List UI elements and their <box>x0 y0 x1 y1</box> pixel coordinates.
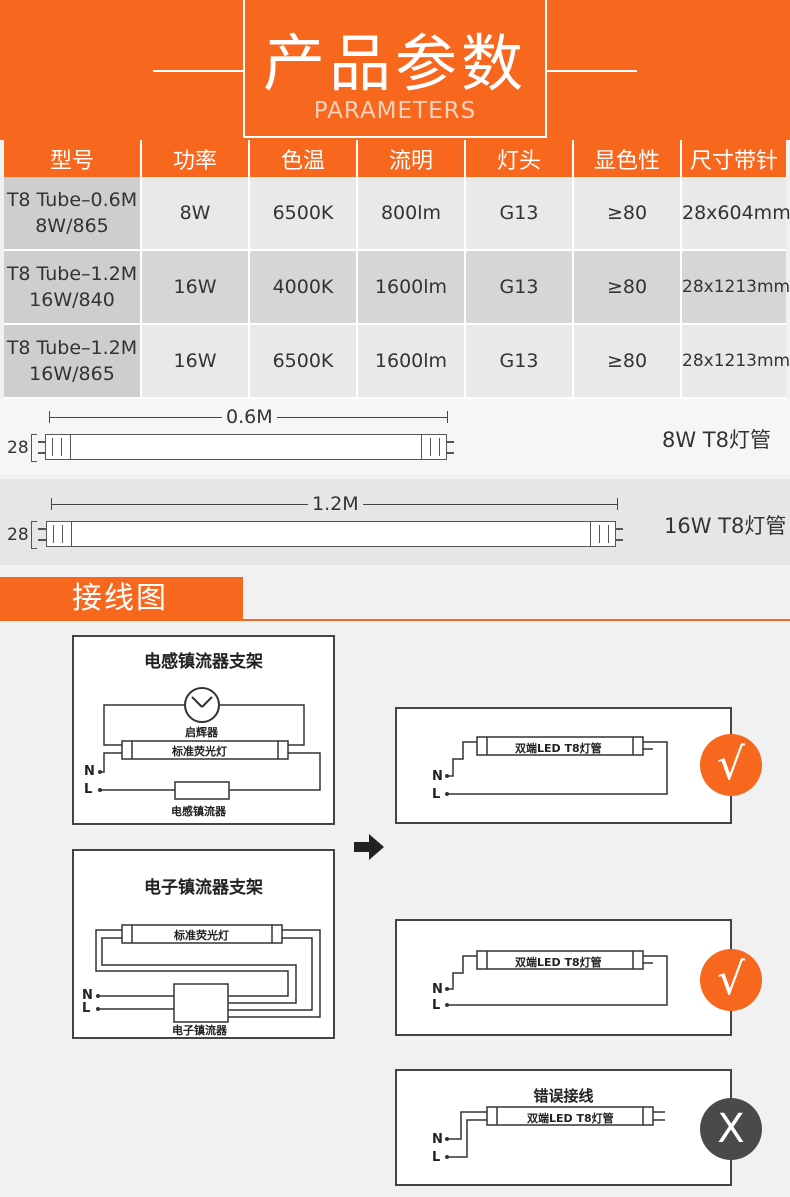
cell-lumen: 1600lm <box>357 250 466 325</box>
neutral-label: N <box>432 1132 443 1147</box>
inductive-ballast-diagram: 电感镇流器支架 启辉器 标准荧光灯 电感镇流器 N L <box>72 635 335 825</box>
led-tube-label: 双端LED T8灯管 <box>527 1112 614 1125</box>
led-wiring-correct-2: 双端LED T8灯管 N L <box>395 919 732 1036</box>
cell-cct: 6500K <box>249 177 358 251</box>
page-subtitle: PARAMETERS <box>313 98 477 124</box>
led-tube-icon <box>476 736 644 756</box>
correct-check-icon: √ <box>700 734 762 796</box>
ballast-label: 电子镇流器 <box>172 1024 227 1037</box>
led-tube-label: 双端LED T8灯管 <box>515 956 602 969</box>
cell-size: 28x1213mm <box>681 324 790 399</box>
led-wiring-correct-1: 双端LED T8灯管 N L <box>395 707 732 824</box>
cell-cri: ≥80 <box>573 324 682 399</box>
tube-end-cap <box>590 521 616 547</box>
starter-label: 启辉器 <box>185 726 218 739</box>
live-label: L <box>82 1001 91 1016</box>
cell-power: 8W <box>141 177 250 251</box>
diameter-label: 28 <box>7 525 29 545</box>
cell-base: G13 <box>465 324 574 399</box>
tube-body <box>71 521 591 547</box>
live-label: L <box>432 998 441 1013</box>
cell-lumen: 800lm <box>357 177 466 251</box>
ballast-label: 电感镇流器 <box>171 805 226 818</box>
wrong-cross-icon: X <box>700 1098 762 1160</box>
diagram-title: 电子镇流器支架 <box>144 878 263 898</box>
cell-power: 16W <box>141 250 250 325</box>
diagram-title: 电感镇流器支架 <box>144 652 263 672</box>
led-tube-label: 双端LED T8灯管 <box>515 742 602 755</box>
cell-size: 28x1213mm <box>681 250 790 325</box>
correct-check-icon: √ <box>700 949 762 1011</box>
header-line-left <box>153 70 243 72</box>
diameter-label: 28 <box>7 438 29 458</box>
col-base: 灯头 <box>465 140 574 177</box>
led-wiring-svg <box>445 1106 665 1159</box>
cell-cct: 4000K <box>249 250 358 325</box>
tube-end-cap <box>421 434 447 460</box>
electronic-ballast-diagram: 电子镇流器支架 标准荧光灯 电子镇流器 N L <box>72 849 335 1039</box>
led-tube-icon <box>486 1106 654 1126</box>
col-cct: 色温 <box>249 140 358 177</box>
led-tube-icon <box>476 950 644 970</box>
header-frame <box>243 0 547 138</box>
fluorescent-lamp-icon <box>121 740 289 760</box>
fluorescent-lamp-icon <box>121 924 283 944</box>
diagram-title: 错误接线 <box>533 1087 594 1105</box>
col-lumen: 流明 <box>357 140 466 177</box>
lamp-label: 标准荧光灯 <box>172 745 227 758</box>
live-label: L <box>432 1150 441 1165</box>
tube-end-cap <box>45 434 71 460</box>
header-line-right <box>547 70 637 72</box>
section-divider <box>0 619 790 621</box>
live-label: L <box>432 787 441 802</box>
arrow-right-icon <box>354 834 384 860</box>
cell-base: G13 <box>465 177 574 251</box>
inductive-wiring-svg <box>98 687 321 800</box>
electronic-ballast-icon <box>173 983 229 1023</box>
page-title: 产品参数 <box>262 27 527 100</box>
tube-body <box>70 434 422 460</box>
tube-1-2m-drawing: 1.2M 28 16W T8灯管 <box>0 479 790 565</box>
tube-0-6m-drawing: 0.6M 28 8W T8灯管 <box>0 399 790 475</box>
tube-caption: 8W T8灯管 <box>662 428 771 452</box>
cell-cri: ≥80 <box>573 250 682 325</box>
table-header-row: 型号 功率 色温 流明 灯头 显色性 尺寸带针 <box>4 140 786 177</box>
tube-end-cap <box>46 521 72 547</box>
led-wiring-svg <box>445 736 668 796</box>
cell-cri: ≥80 <box>573 177 682 251</box>
col-model: 型号 <box>4 140 142 177</box>
neutral-label: N <box>432 982 443 997</box>
lamp-label: 标准荧光灯 <box>174 929 229 942</box>
tube-caption: 16W T8灯管 <box>664 514 787 538</box>
live-label: L <box>84 782 93 797</box>
parameters-header: 产品参数 PARAMETERS <box>0 0 790 140</box>
neutral-label: N <box>432 769 443 784</box>
wiring-section-title: 接线图 <box>0 577 243 621</box>
led-wiring-svg <box>445 950 668 1007</box>
ballast-icon <box>174 781 230 800</box>
cell-power: 16W <box>141 324 250 399</box>
col-power: 功率 <box>141 140 250 177</box>
col-cri: 显色性 <box>573 140 682 177</box>
neutral-label: N <box>82 988 93 1003</box>
length-label: 0.6M <box>222 406 277 428</box>
led-wiring-wrong: 错误接线 双端LED T8灯管 N L <box>395 1069 732 1186</box>
cell-size: 28x604mm <box>681 177 790 251</box>
electronic-wiring-svg <box>95 924 321 1023</box>
neutral-label: N <box>84 764 95 779</box>
starter-icon <box>184 687 220 723</box>
cell-base: G13 <box>465 250 574 325</box>
cell-cct: 6500K <box>249 324 358 399</box>
length-label: 1.2M <box>308 493 363 515</box>
col-size: 尺寸带针 <box>681 140 786 177</box>
cell-lumen: 1600lm <box>357 324 466 399</box>
